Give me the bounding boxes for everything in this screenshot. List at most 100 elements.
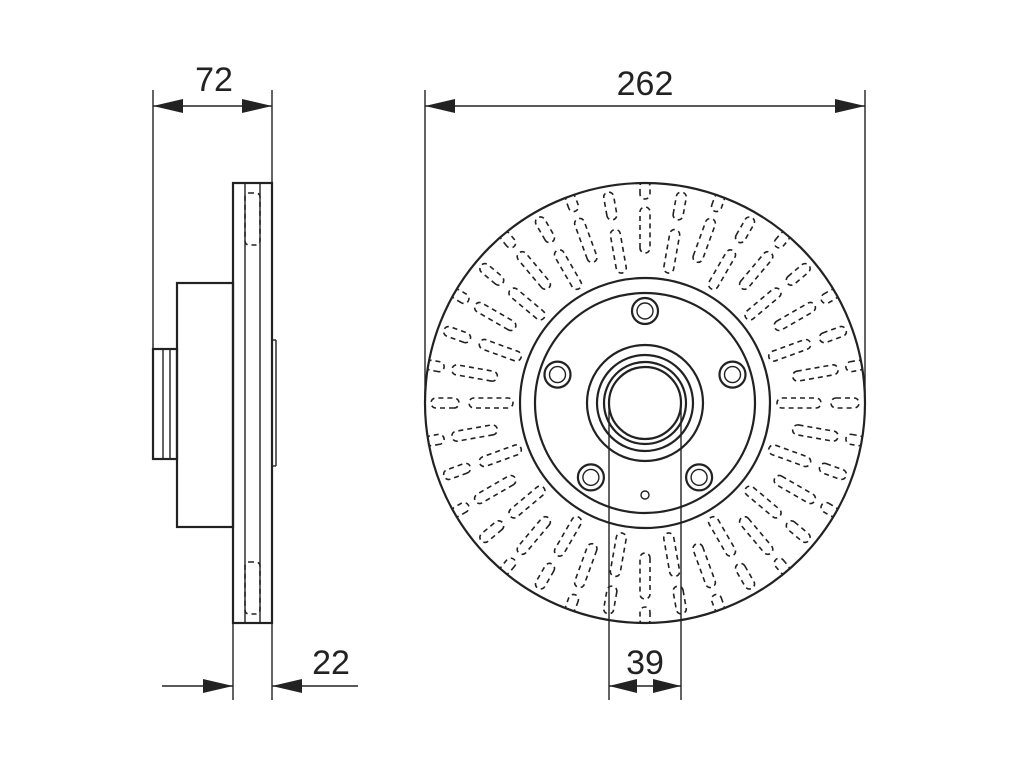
vent-slot <box>791 424 839 442</box>
vent-slot-outer <box>734 562 756 590</box>
vent-slot <box>553 249 583 291</box>
side-vent-top <box>244 192 261 246</box>
vent-slot <box>773 474 817 505</box>
front-bore-ring-2 <box>595 353 695 453</box>
vent-slot-outer <box>425 359 445 373</box>
front-locating-hole <box>640 490 650 500</box>
vent-slot-outer <box>564 193 580 213</box>
vent-slot <box>662 228 681 274</box>
vent-slot-outer <box>451 288 470 305</box>
vent-slot-outer <box>820 501 839 518</box>
front-bore-ring-1 <box>585 343 705 463</box>
vent-slot-outer <box>734 216 756 244</box>
vent-slot-outer <box>830 397 860 409</box>
side-hub <box>175 281 235 529</box>
front-hat-outer <box>518 276 772 530</box>
vent-slot <box>639 552 651 600</box>
vent-slot-outer <box>534 562 556 590</box>
vent-slot-outer <box>785 520 811 544</box>
dimension-disc-thickness-label: 22 <box>312 644 350 682</box>
vent-slot-outer <box>479 262 505 286</box>
vent-slot <box>767 444 812 468</box>
vent-slot <box>609 228 628 274</box>
vent-slot <box>692 217 717 264</box>
dimension-disc-thickness: 22 <box>162 623 358 700</box>
vent-slot <box>767 338 812 362</box>
vent-slot-outer <box>639 183 651 200</box>
dimension-center-bore-label: 39 <box>626 644 664 682</box>
dimension-hub-height: 72 <box>152 61 273 349</box>
vent-slot <box>508 485 546 519</box>
stud-hole <box>718 360 747 389</box>
vent-slot-outer <box>773 557 791 576</box>
vent-slot-outer <box>602 191 618 221</box>
vent-slot-outer <box>479 520 505 544</box>
vent-slot-outer <box>820 288 839 305</box>
vent-slot <box>662 532 681 578</box>
vent-slot-outer <box>818 462 848 481</box>
vent-slot <box>468 397 514 409</box>
vent-slot-outer <box>425 433 445 447</box>
front-stud-holes <box>543 296 747 492</box>
vent-slot-outer <box>818 325 848 344</box>
stud-hole-inner <box>723 365 742 384</box>
vent-slot <box>516 515 552 556</box>
front-vent-slots <box>425 183 865 623</box>
vent-slot <box>776 397 822 409</box>
vent-slot-outer <box>499 557 517 576</box>
vent-slot-outer <box>773 230 791 249</box>
vent-slot <box>451 424 499 442</box>
side-disc-outline <box>231 181 274 625</box>
vent-slot <box>707 515 737 557</box>
vent-slot <box>508 287 546 321</box>
stud-hole <box>543 360 572 389</box>
front-view <box>423 181 867 625</box>
vent-slot-outer <box>845 359 865 373</box>
vent-slot-outer <box>451 501 470 518</box>
vent-slot <box>639 206 651 254</box>
stud-hole-inner <box>582 468 600 487</box>
dimension-center-bore: 39 <box>608 403 682 700</box>
side-spigot <box>151 347 179 461</box>
vent-slot <box>744 287 782 321</box>
vent-slot-outer <box>442 462 472 481</box>
vent-slot <box>744 485 782 519</box>
vent-slot <box>609 532 628 578</box>
vent-slot <box>791 364 839 382</box>
stud-hole <box>684 463 714 492</box>
vent-slot <box>478 338 523 362</box>
vent-slot-outer <box>442 325 472 344</box>
side-vent-bottom <box>244 561 261 615</box>
vent-slot <box>478 444 523 468</box>
vent-slot-outer <box>564 593 580 613</box>
vent-slot-outer <box>785 262 811 286</box>
front-outer-rim <box>423 181 867 625</box>
vent-slot-outer <box>672 585 688 615</box>
vent-slot <box>473 474 517 505</box>
vent-slot <box>738 515 774 556</box>
vent-slot-outer <box>499 230 517 249</box>
vent-slot <box>573 217 598 264</box>
front-hat-inner <box>533 291 757 515</box>
stud-hole <box>576 463 606 492</box>
front-center-bore <box>607 365 683 441</box>
front-bore-ring-3 <box>602 360 688 446</box>
stud-hole-inner <box>548 365 567 384</box>
dimension-outer-diameter: 262 <box>424 65 866 403</box>
vent-slot-outer <box>639 606 651 623</box>
vent-slot <box>738 250 774 291</box>
vent-slot-outer <box>672 191 688 221</box>
vent-slot <box>573 542 598 589</box>
stud-hole-inner <box>690 468 708 487</box>
dimension-outer-diameter-label: 262 <box>617 65 674 103</box>
dimension-hub-height-label: 72 <box>195 61 233 99</box>
vent-slot <box>473 301 517 332</box>
vent-slot <box>773 301 817 332</box>
vent-slot <box>451 364 499 382</box>
vent-slot <box>553 515 583 557</box>
vent-slot-outer <box>602 585 618 615</box>
stud-hole-inner <box>636 302 654 320</box>
vent-slot-outer <box>430 397 460 409</box>
vent-slot-outer <box>710 193 726 213</box>
